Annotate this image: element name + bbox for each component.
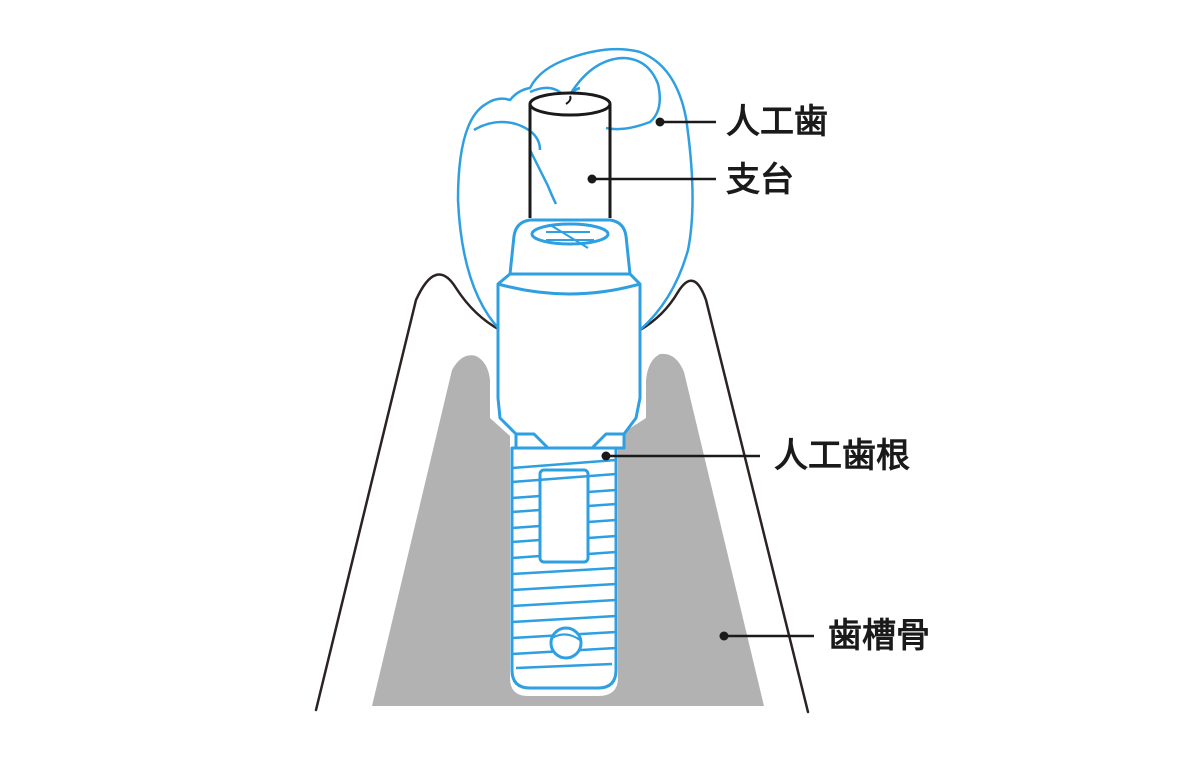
- implant-fixture: [510, 446, 618, 690]
- crown-label: 人工歯: [726, 102, 828, 142]
- leader-crown: [655, 117, 716, 127]
- leader-bone: [719, 631, 814, 641]
- leader-fixture: [601, 451, 760, 461]
- fixture-label: 人工歯根: [774, 436, 910, 476]
- implant-body: [496, 218, 642, 450]
- leader-abutment: [587, 174, 716, 184]
- abutment: [528, 91, 612, 218]
- abutment-label: 支台: [726, 160, 794, 200]
- gum-outline: [314, 273, 810, 714]
- alveolar-bone-label: 歯槽骨: [828, 616, 930, 656]
- alveolar-bone: [372, 353, 764, 706]
